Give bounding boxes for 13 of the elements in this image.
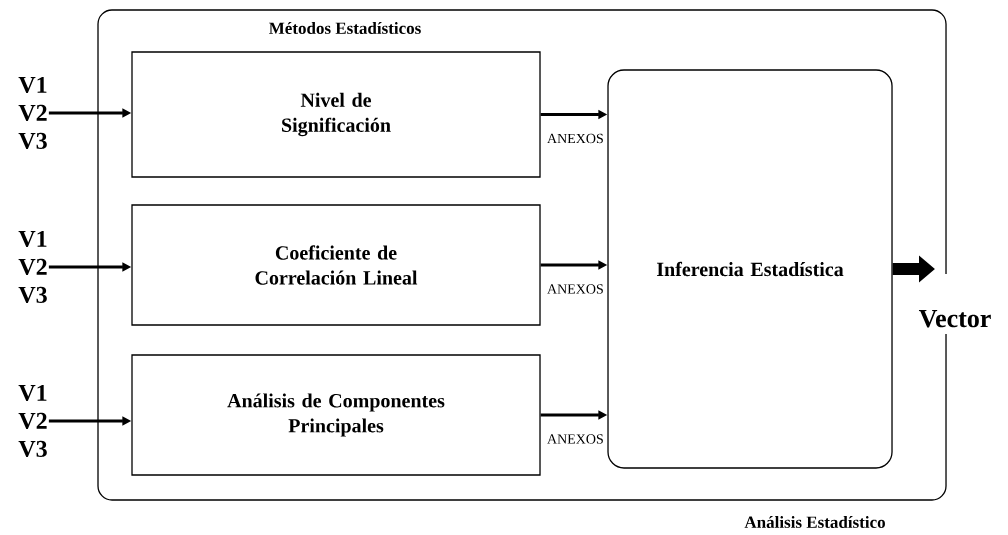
heading: Métodos Estadísticos	[266, 20, 424, 36]
edge-label: ANEXOS	[547, 434, 603, 444]
output-label: Vector	[917, 274, 993, 334]
variable-label: V1 V2 V3	[17, 75, 49, 151]
process-box: Coeficiente de Correlación Lineal	[131, 204, 541, 326]
edge-label: ANEXOS	[547, 133, 603, 144]
edge-label: ANEXOS	[547, 284, 603, 294]
box-label: Análisis Estadístico	[744, 516, 885, 528]
process-box: Nivel de Significación	[131, 51, 541, 178]
variable-label: V1 V2 V3	[17, 229, 49, 305]
variable-label: V1 V2 V3	[17, 383, 49, 459]
process-box: Análisis de Componentes Principales	[131, 354, 541, 476]
rounded-box: Inferencia Estadística	[607, 69, 893, 469]
